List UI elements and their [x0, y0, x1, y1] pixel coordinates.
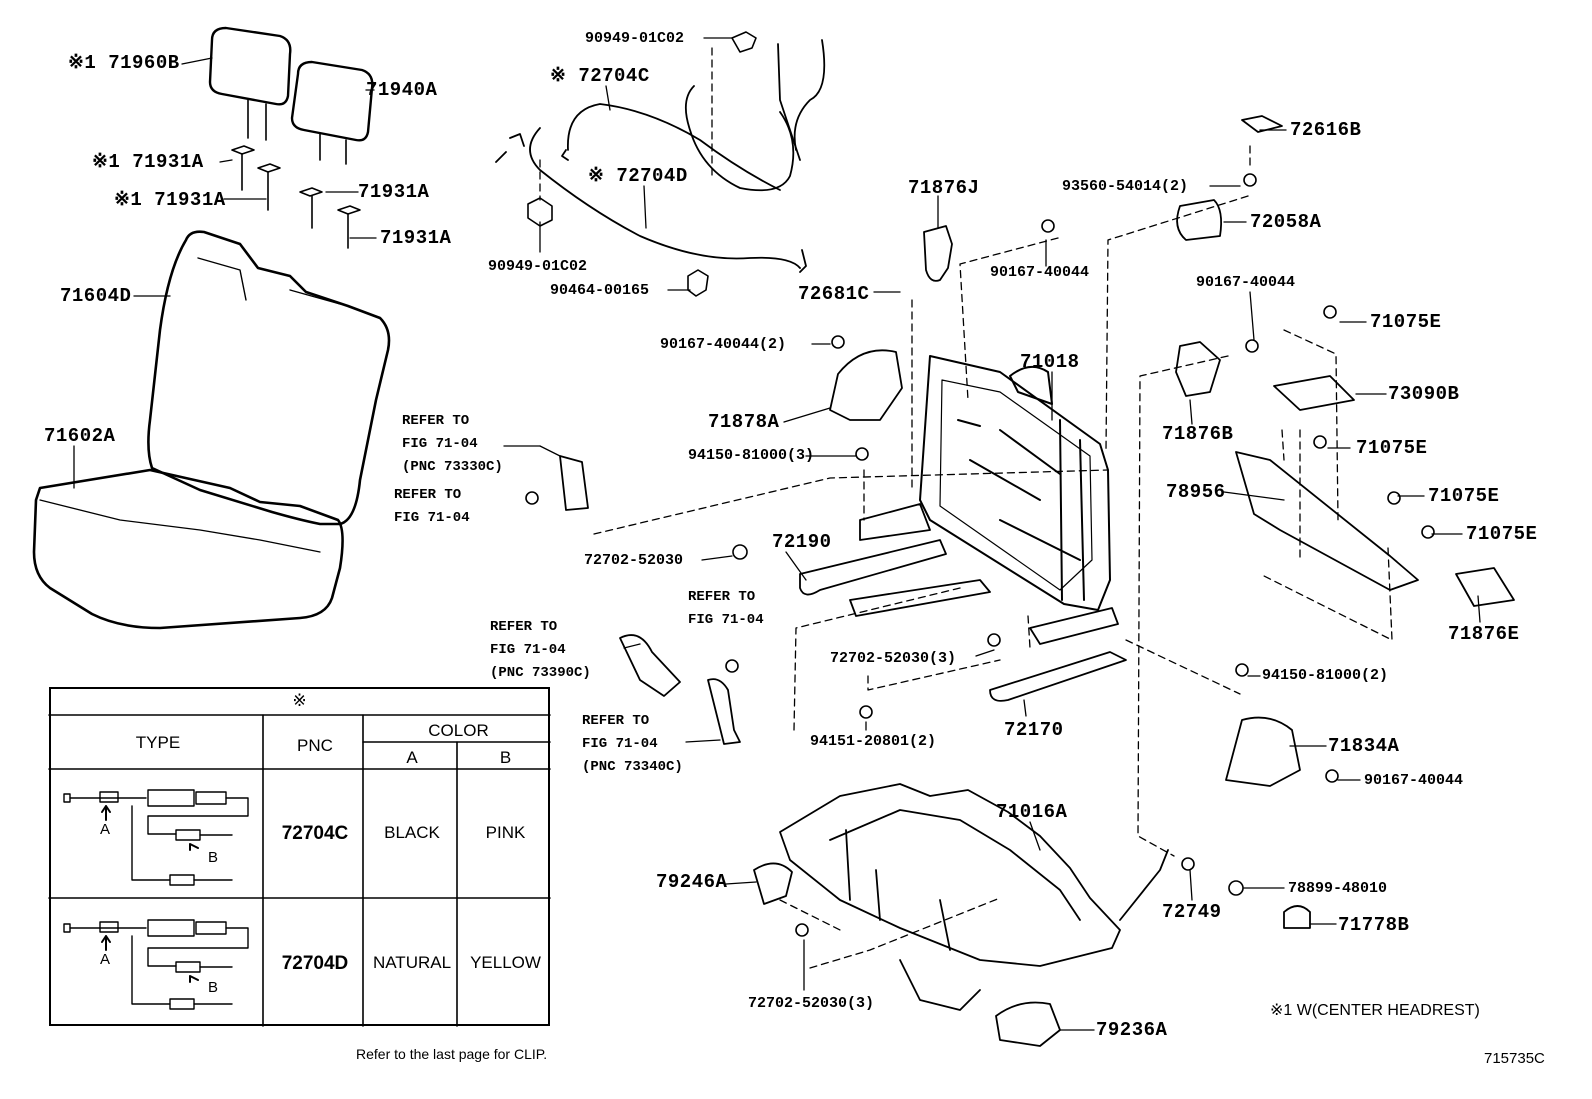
release-cables-shape: [495, 39, 826, 273]
part-label: 90167-40044: [1364, 772, 1464, 789]
part-label: 71876B: [1162, 423, 1234, 445]
part-label: 72616B: [1290, 119, 1362, 141]
reference-note: REFER TO FIG 71-04 (PNC 73340C): [582, 713, 683, 775]
seat-frame-shape: [919, 355, 1111, 611]
legend-mark: ※: [292, 691, 307, 710]
legend-cable-illustration-1: [63, 789, 249, 886]
legend-cable-illustration-2: [63, 919, 249, 1010]
legend-color-a: NATURAL: [372, 953, 452, 972]
legend-arrow-a-label: A: [99, 821, 110, 838]
reference-note: REFER TO FIG 71-04: [688, 589, 764, 628]
cushion-frame-shape: [779, 783, 1169, 1011]
headrest-71960B-shape: [208, 26, 292, 141]
legend-pnc: 72704D: [281, 953, 349, 974]
legend-color-a: BLACK: [384, 823, 440, 842]
part-label: ※1 71960B: [68, 52, 180, 74]
legend-arrow-b-label: B: [207, 979, 218, 996]
part-label: 72058A: [1250, 211, 1322, 233]
part-label: 72702-52030(3): [830, 650, 957, 667]
part-label: 71018: [1020, 351, 1080, 373]
part-label: 71931A: [380, 227, 452, 249]
legend-arrow-a-label: A: [99, 951, 110, 968]
part-label: ※ 72704C: [550, 65, 650, 87]
part-label: ※1 71931A: [92, 151, 204, 173]
part-label: 71075E: [1428, 485, 1500, 507]
part-label: 72749: [1162, 901, 1222, 923]
part-label: 71016A: [996, 801, 1068, 823]
part-label: 71075E: [1356, 437, 1428, 459]
fasteners-shape: [525, 173, 1435, 937]
headrest-71940A-shape: [290, 60, 374, 165]
part-label: 71876E: [1448, 623, 1520, 645]
part-label: 71075E: [1370, 311, 1442, 333]
seat-back-shape: [147, 230, 391, 526]
misc-covers-shape: [559, 115, 1515, 1047]
headrest-note: ※1 W(CENTER HEADREST): [1270, 1002, 1480, 1019]
part-label: 93560-54014(2): [1062, 178, 1189, 195]
reference-note: REFER TO FIG 71-04: [394, 487, 470, 526]
part-label: 72170: [1004, 719, 1064, 741]
part-label: 79236A: [1096, 1019, 1168, 1041]
part-label: 78956: [1166, 481, 1226, 503]
part-label: 71602A: [44, 425, 116, 447]
part-label: 90167-40044(2): [660, 336, 787, 353]
legend-pnc: 72704C: [281, 823, 349, 844]
figure-id: 715735C: [1484, 1050, 1545, 1067]
part-label: 90464-00165: [550, 282, 650, 299]
seat-rails-shape: [799, 503, 1127, 702]
legend-grid: [48, 714, 551, 1027]
part-label: 72681C: [798, 283, 870, 305]
legend-table: ※ TYPE PNC COLOR A B A B 72704C BLACK PI…: [49, 687, 550, 1026]
part-label: 72702-52030(3): [748, 995, 875, 1012]
part-label: 71940A: [366, 79, 438, 101]
part-label: 72702-52030: [584, 552, 684, 569]
clip-note: Refer to the last page for CLIP.: [356, 1046, 548, 1062]
dashed-alignment-lines: [539, 47, 1393, 969]
part-label: 78899-48010: [1288, 880, 1388, 897]
seat-cushion-shape: [32, 468, 344, 630]
part-label: 71834A: [1328, 735, 1400, 757]
part-label: 71878A: [708, 411, 780, 433]
part-label: ※1 71931A: [114, 189, 226, 211]
legend-color-header: COLOR: [428, 721, 489, 740]
leader-lines: [73, 37, 1481, 1031]
part-label: 90949-01C02: [585, 30, 685, 47]
part-label: 72190: [772, 531, 832, 553]
legend-col-b: B: [499, 748, 512, 767]
legend-col-a: A: [406, 748, 418, 767]
part-label: 79246A: [656, 871, 728, 893]
part-label: 90949-01C02: [488, 258, 588, 275]
part-label: 73090B: [1388, 383, 1460, 405]
legend-arrow-b-label: B: [207, 849, 218, 866]
part-label: 71931A: [358, 181, 430, 203]
part-label: 71075E: [1466, 523, 1538, 545]
part-label: 90167-40044: [1196, 274, 1296, 291]
part-label: 71876J: [908, 177, 980, 199]
reference-note: REFER TO FIG 71-04 (PNC 73390C): [490, 619, 591, 681]
headrest-supports: [231, 145, 361, 249]
part-label: 71604D: [60, 285, 132, 307]
part-label: ※ 72704D: [588, 165, 688, 187]
legend-pnc-header: PNC: [297, 736, 333, 755]
part-label: 94150-81000(2): [1262, 667, 1389, 684]
part-label: 94150-81000(3): [688, 447, 815, 464]
legend-color-b: YELLOW: [470, 953, 541, 972]
legend-color-b: PINK: [485, 823, 526, 842]
part-label: 94151-20801(2): [810, 733, 937, 750]
reference-note: REFER TO FIG 71-04 (PNC 73330C): [402, 413, 503, 475]
part-label: 90167-40044: [990, 264, 1090, 281]
part-label: 71778B: [1338, 914, 1410, 936]
legend-type-header: TYPE: [135, 733, 181, 752]
